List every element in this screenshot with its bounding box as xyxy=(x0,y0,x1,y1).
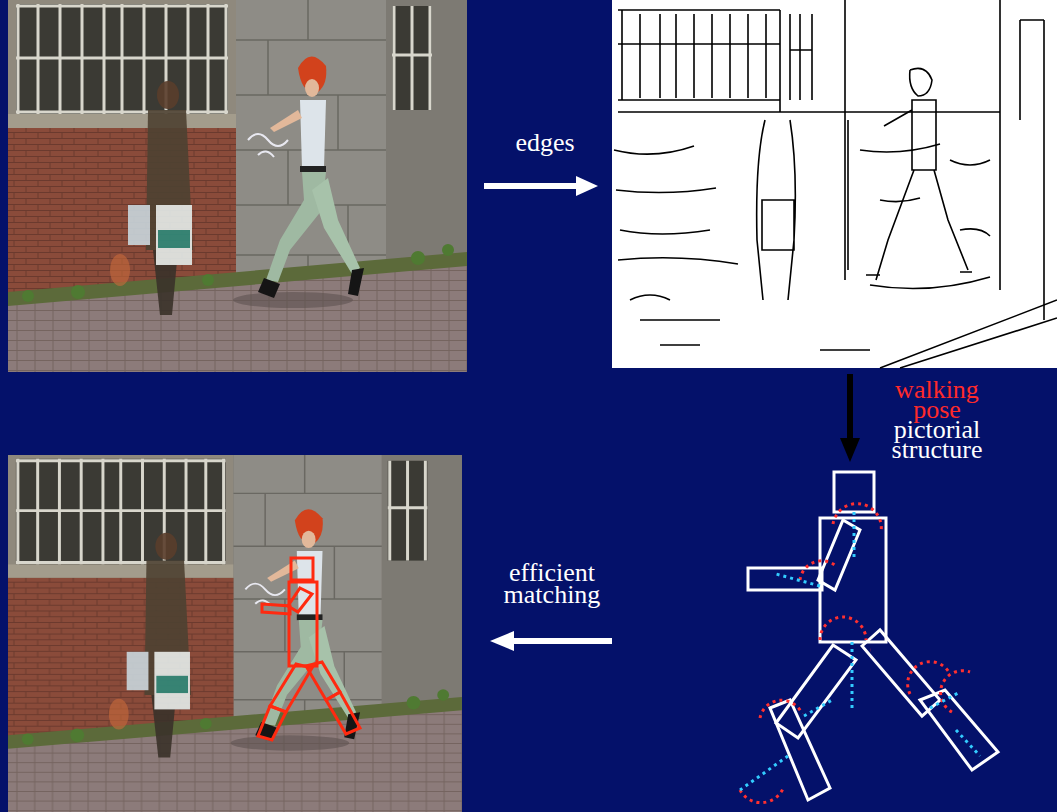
arrow-label: efficient matching xyxy=(484,562,620,606)
arrow-label: edges xyxy=(490,128,600,158)
pose-label: walking pose xyxy=(882,380,992,420)
model-label: pictorial structure xyxy=(872,420,1002,460)
